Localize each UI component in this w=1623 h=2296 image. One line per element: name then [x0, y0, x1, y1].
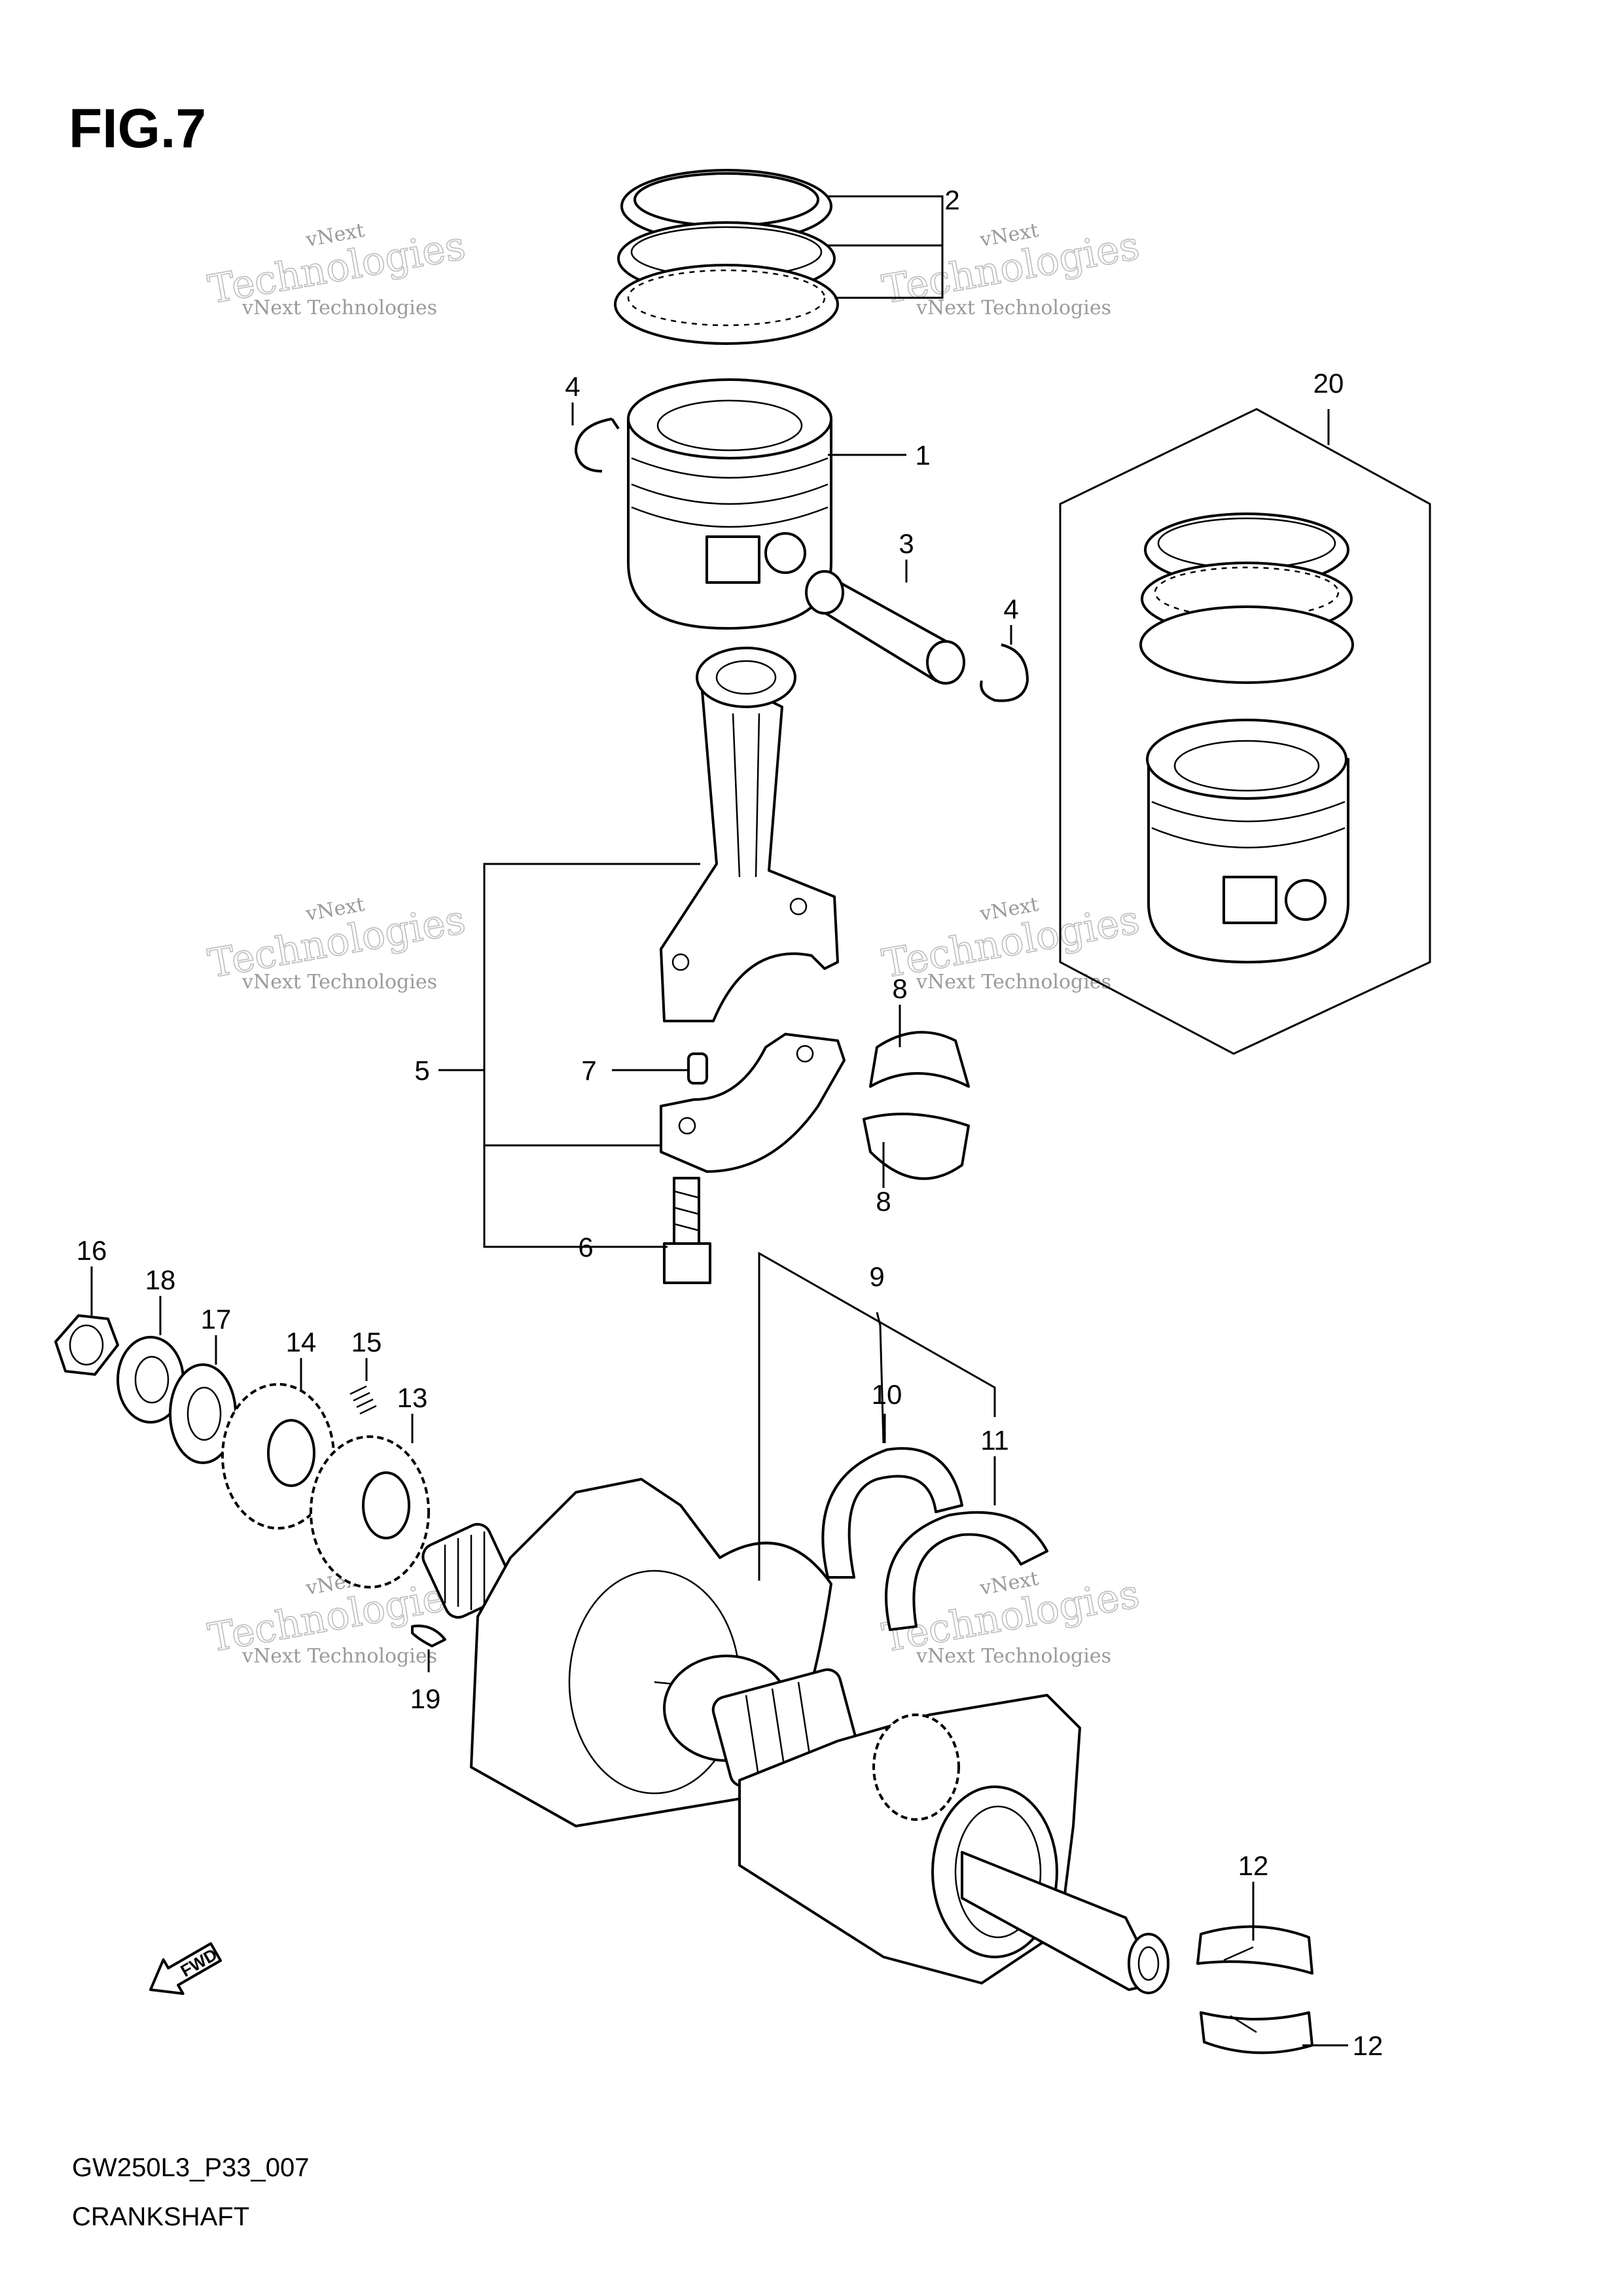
piston-pin[interactable] [805, 570, 965, 685]
spring[interactable] [349, 1385, 377, 1415]
callout-4-right[interactable]: 4 [1003, 594, 1018, 624]
bearing-upper[interactable] [869, 1031, 970, 1088]
callout-11[interactable]: 11 [980, 1425, 1009, 1456]
leader-lines [90, 195, 1348, 2047]
rod-bolt[interactable] [663, 1177, 711, 1284]
gear-13[interactable] [310, 1435, 430, 1588]
watermark-text: vNext Technologies [916, 1645, 1111, 1668]
watermark-text: vNext Technologies [241, 296, 437, 319]
callout-14[interactable]: 14 [286, 1327, 317, 1357]
callout-12-upper[interactable]: 12 [1238, 1850, 1269, 1881]
thrust-washer-11[interactable] [885, 1511, 1048, 1631]
callout-15[interactable]: 15 [351, 1327, 382, 1357]
callout-9[interactable]: 9 [869, 1261, 884, 1292]
circlip-right[interactable] [980, 643, 1029, 702]
callout-16[interactable]: 16 [77, 1235, 107, 1266]
connecting-rod[interactable] [660, 647, 839, 1022]
diagram-code: GW250L3_P33_007 [72, 2153, 310, 2182]
piston[interactable] [627, 378, 832, 630]
main-bearing[interactable] [1196, 1925, 1313, 2054]
callouts: 2 1 4 3 4 20 5 7 6 8 8 9 10 11 12 12 13 … [77, 185, 1383, 2061]
callout-3[interactable]: 3 [899, 528, 914, 559]
callout-2[interactable]: 2 [944, 185, 959, 215]
forward-arrow-icon: FWD [149, 1942, 223, 1995]
callout-19[interactable]: 19 [410, 1683, 441, 1714]
watermark-text: vNext Technologies [241, 971, 437, 994]
watermark-text: vNext Technologies [916, 296, 1111, 319]
diagram-caption: CRANKSHAFT [72, 2202, 249, 2231]
watermark-text: vNext Technologies [916, 971, 1111, 994]
callout-18[interactable]: 18 [145, 1265, 176, 1295]
callout-13[interactable]: 13 [397, 1382, 428, 1413]
woodruff-key[interactable] [411, 1624, 446, 1647]
knock-pin[interactable] [687, 1052, 708, 1085]
bearing-lower[interactable] [863, 1113, 970, 1180]
callout-6[interactable]: 6 [578, 1232, 593, 1263]
nut[interactable] [54, 1314, 119, 1376]
callout-12-lower[interactable]: 12 [1353, 2030, 1383, 2061]
callout-17[interactable]: 17 [201, 1304, 232, 1335]
piston-set-box[interactable] [1059, 408, 1431, 1055]
callout-8-upper[interactable]: 8 [892, 973, 907, 1004]
watermark-text: vNext Technologies [241, 1645, 437, 1668]
callout-5[interactable]: 5 [414, 1055, 429, 1086]
callout-1[interactable]: 1 [915, 440, 930, 471]
circlip-left[interactable] [575, 418, 620, 473]
piston-rings[interactable] [614, 169, 839, 345]
connecting-rod-cap[interactable] [660, 1033, 846, 1173]
figure-title: FIG.7 [69, 98, 206, 159]
callout-7[interactable]: 7 [581, 1055, 596, 1086]
callout-10[interactable]: 10 [872, 1379, 902, 1410]
callout-20[interactable]: 20 [1313, 368, 1344, 399]
crankshaft[interactable] [419, 1478, 1169, 1994]
callout-4-left[interactable]: 4 [565, 371, 580, 402]
callout-8-lower[interactable]: 8 [876, 1186, 891, 1217]
thrust-washer-10[interactable] [821, 1447, 963, 1579]
